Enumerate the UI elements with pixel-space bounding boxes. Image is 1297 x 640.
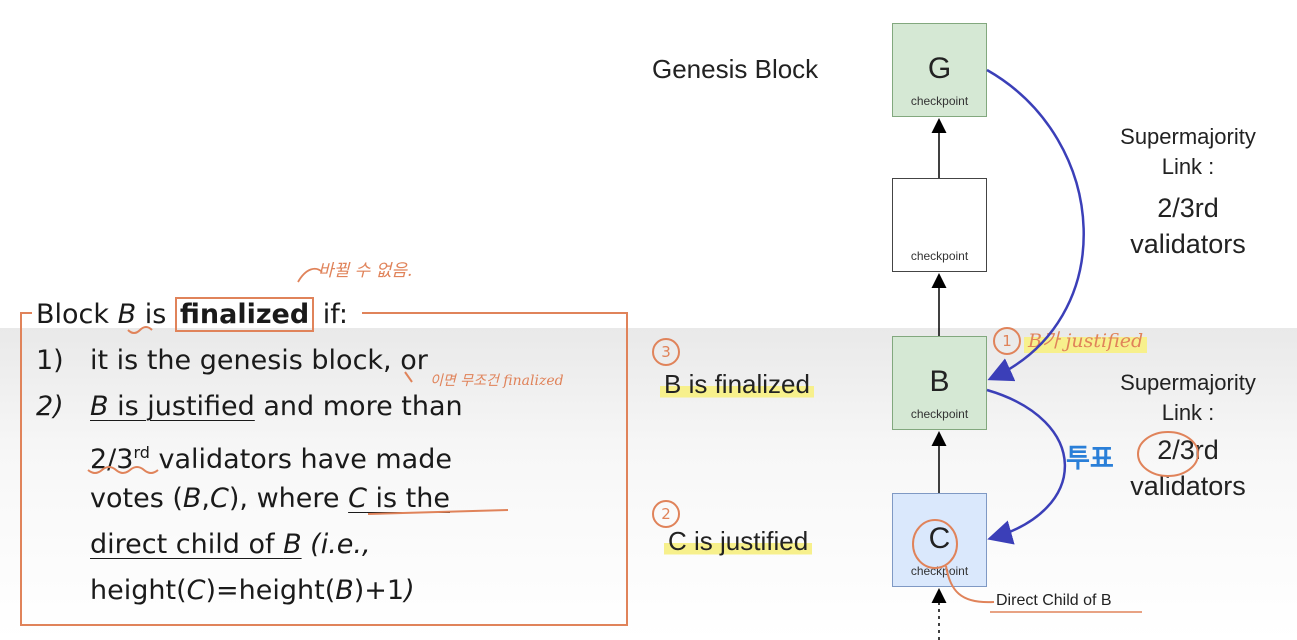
superscript: rd bbox=[133, 443, 150, 462]
var-b: B bbox=[335, 575, 354, 606]
fraction: 2/3 bbox=[90, 444, 134, 475]
background-band bbox=[0, 328, 1297, 640]
definition-line-3: 2) B is justified and more than bbox=[36, 384, 626, 430]
link-fraction: 2/3rd bbox=[1157, 193, 1219, 223]
var-b: B bbox=[283, 529, 302, 560]
text: direct child of bbox=[90, 529, 284, 560]
block-b: B checkpoint bbox=[892, 336, 987, 430]
text: )=height( bbox=[205, 575, 336, 606]
block-c: C checkpoint bbox=[892, 493, 987, 587]
condition-number: 2) bbox=[36, 391, 64, 422]
genesis-checkpoint-block: G checkpoint bbox=[892, 23, 987, 117]
condition-genesis: it is the genesis block, or bbox=[90, 345, 428, 376]
is-the-underline bbox=[367, 509, 509, 515]
finalized-term: finalized bbox=[174, 297, 315, 332]
link-fraction: 2/3rd bbox=[1157, 435, 1219, 465]
link-validators: validators bbox=[1130, 229, 1246, 259]
direct-child-note: Direct Child of B bbox=[996, 592, 1112, 609]
text: is bbox=[136, 299, 175, 330]
annotation-korean-unchangeable: 바뀔 수 없음. bbox=[318, 261, 413, 281]
text: ) bbox=[404, 575, 415, 606]
text: )+1 bbox=[353, 575, 405, 606]
var-c: C bbox=[348, 483, 367, 514]
var-c: C bbox=[210, 483, 229, 514]
annotation-hook bbox=[297, 267, 323, 283]
supermajority-arrow-b-to-c bbox=[986, 388, 1067, 545]
fraction-circle bbox=[1137, 431, 1199, 477]
text: ), where bbox=[228, 483, 349, 514]
text: votes ( bbox=[90, 483, 183, 514]
text: is the bbox=[366, 483, 450, 514]
block-caption: checkpoint bbox=[910, 564, 969, 578]
definition-line-6: direct child of B (i.e., bbox=[36, 522, 626, 568]
var-b: B bbox=[182, 483, 202, 514]
definition-box-top-left-edge bbox=[20, 312, 32, 314]
supermajority-link-1: Supermajority Link : 2/3rd validators bbox=[1088, 122, 1288, 262]
link-subtitle: Link : bbox=[1161, 154, 1215, 179]
text: height( bbox=[90, 575, 187, 606]
annotation-number-1: 1 bbox=[993, 327, 1021, 355]
text: validators have made bbox=[149, 444, 452, 475]
c-circle bbox=[912, 519, 958, 569]
link-subtitle: Link : bbox=[1161, 400, 1215, 425]
block-caption: checkpoint bbox=[910, 94, 969, 108]
text: and more than bbox=[254, 391, 463, 422]
definition-line-4: 2/3rd validators have made bbox=[36, 430, 626, 476]
definition-line-5: votes (B,C), where C is the bbox=[36, 476, 626, 522]
b-finalized-label: B is finalized bbox=[660, 369, 814, 400]
definition-line-2: 1) it is the genesis block, or bbox=[36, 338, 626, 384]
c-justified-label: C is justified bbox=[664, 526, 813, 557]
annotation-number-2: 2 bbox=[652, 500, 680, 528]
block-letter: B bbox=[929, 365, 950, 398]
var-c: C bbox=[186, 575, 206, 606]
block-caption: checkpoint bbox=[910, 249, 969, 263]
definition-line-7: height(C)=height(B)+1) bbox=[36, 568, 626, 614]
annotation-number-3: 3 bbox=[652, 338, 680, 366]
link-validators: validators bbox=[1130, 471, 1246, 501]
text: Block bbox=[36, 299, 118, 330]
finality-definition: Block B is finalized if: 1) it is the gen… bbox=[36, 292, 626, 614]
block-letter: G bbox=[927, 52, 952, 85]
definition-box bbox=[20, 312, 628, 626]
annotation-vote: 투표 bbox=[1066, 444, 1114, 474]
condition-number: 1) bbox=[36, 345, 64, 376]
var-b: B bbox=[90, 391, 109, 422]
justified-text: is justified bbox=[108, 391, 255, 422]
supermajority-arrow-g-to-b bbox=[986, 68, 1085, 382]
supermajority-link-2: Supermajority Link : 2/3rd validators bbox=[1088, 368, 1288, 504]
direct-child-pointer bbox=[945, 565, 995, 604]
definition-line-1: Block B is finalized if: bbox=[36, 292, 626, 338]
block-letter: C bbox=[928, 522, 951, 555]
text: (i.e., bbox=[301, 529, 371, 560]
annotation-korean-finalized: 이면 무조건 finalized bbox=[430, 373, 564, 389]
block-caption: checkpoint bbox=[910, 407, 969, 421]
annotation-tick bbox=[404, 371, 413, 383]
link-title: Supermajority bbox=[1120, 124, 1256, 149]
text: if: bbox=[314, 299, 348, 330]
fraction-squiggle bbox=[87, 466, 159, 474]
link-title: Supermajority bbox=[1120, 370, 1256, 395]
text: , bbox=[201, 483, 211, 514]
b-squiggle bbox=[127, 326, 153, 334]
definition-box-top-right-edge bbox=[362, 312, 628, 314]
var-b: B bbox=[117, 299, 137, 330]
intermediate-checkpoint-block: checkpoint bbox=[892, 178, 987, 272]
genesis-block-label: Genesis Block bbox=[652, 54, 819, 84]
